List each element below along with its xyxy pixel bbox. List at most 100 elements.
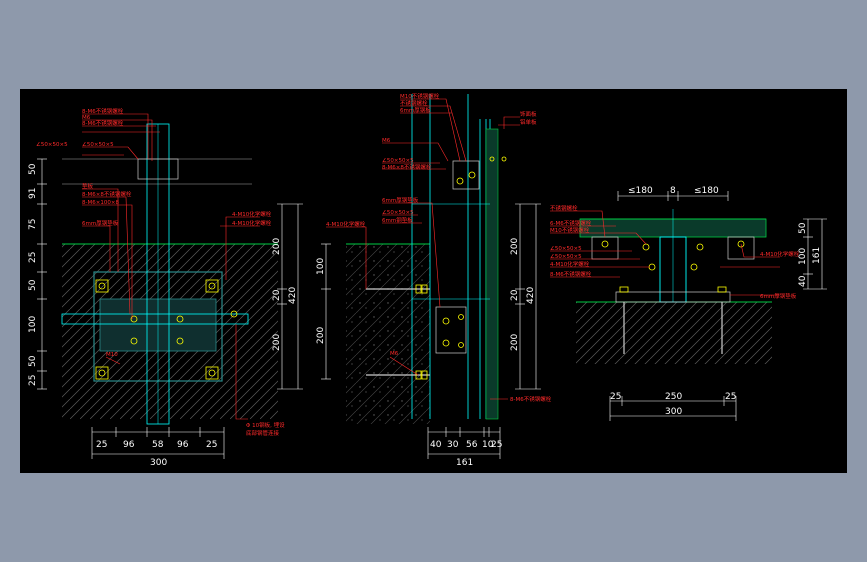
right-tdim-0: ≤180 (628, 186, 653, 196)
middle-hdim-1: 30 (447, 440, 459, 450)
middle-detail: M10不锈钢螺栓 不锈钢螺栓 6mm厚钢板 M6 ∠50×50×5 8-M6×8… (316, 92, 552, 468)
right-bracket-right (727, 236, 755, 260)
left-top-bracket (137, 158, 179, 180)
middle-wall-hatch (346, 244, 430, 424)
left-detail: 8-M6不锈钢螺栓 M6 8-M6不锈钢螺栓 ∠50×50×5 ∠50×50×5… (28, 107, 303, 468)
left-label-7: 8-M6×100×8 (82, 200, 119, 206)
middle-vdim-0: 100 (316, 258, 326, 275)
left-label-4: ∠50×50×5 (82, 141, 114, 148)
middle-label-5: 8-M6×8不锈钢螺栓 (382, 163, 432, 171)
left-vdim-7: 25 (28, 375, 38, 386)
right-label-6: 8-M6不锈钢螺栓 (550, 270, 592, 278)
left-hdim-2: 58 (152, 440, 164, 450)
middle-rdim-1: 20 (510, 289, 520, 301)
left-label-9: 4-M10化学螺栓 (232, 210, 272, 218)
right-label-1: 6-M6不锈钢螺栓 (550, 219, 592, 227)
left-label-13: 底部钢管连接 (246, 429, 280, 437)
middle-anchor-rods (366, 288, 430, 376)
middle-rdim-2: 420 (526, 287, 536, 304)
middle-label-11: 8-M6不锈钢螺栓 (510, 395, 552, 403)
right-hdim-1: 250 (665, 392, 682, 402)
left-hdim-total: 300 (150, 458, 167, 468)
right-hdim-2: 25 (725, 392, 736, 402)
middle-label-2: 6mm厚钢板 (400, 106, 431, 114)
middle-rod-nuts (415, 284, 428, 380)
left-label-8: 6mm厚钢垫板 (82, 219, 119, 227)
left-vdim-5: 100 (28, 316, 38, 333)
right-leaders (550, 210, 780, 296)
right-label-2: M10不锈钢螺栓 (550, 226, 590, 234)
middle-cladding-panel (485, 128, 499, 420)
middle-hdim-2: 56 (466, 440, 478, 450)
left-vdim-0: 50 (28, 163, 38, 175)
right-rdim-3: 40 (798, 275, 808, 287)
right-label-4: ∠50×50×5 (550, 253, 582, 260)
middle-label-10: M6 (390, 351, 399, 357)
middle-rdim-0: 200 (510, 238, 520, 255)
right-rdim-1: 161 (812, 247, 822, 264)
middle-label-9: 4-M10化学螺栓 (326, 220, 366, 228)
middle-label-7: ∠50×50×5 (382, 209, 414, 216)
right-hdim-0: 25 (610, 392, 621, 402)
left-label-2: 8-M6不锈钢螺栓 (82, 119, 124, 127)
middle-label-3: M6 (382, 138, 391, 144)
left-label-6: 8-M6×8不锈钢螺栓 (82, 190, 132, 198)
left-label-5: 垫板 (82, 182, 94, 190)
right-rdim-2: 100 (798, 248, 808, 265)
middle-label-12: 饰面板 (520, 110, 537, 118)
left-anchor-bolts (95, 279, 238, 380)
middle-label-1: 不锈钢螺栓 (400, 99, 428, 107)
right-detail: 不锈钢螺栓 6-M6不锈钢螺栓 M10不锈钢螺栓 ∠50×50×5 ∠50×50… (550, 186, 827, 421)
left-vdim-1: 91 (28, 188, 38, 199)
left-label-0: 8-M6不锈钢螺栓 (82, 107, 124, 115)
left-vdim-6: 50 (28, 355, 38, 367)
left-leaders (82, 113, 260, 420)
left-label-11: M10 (106, 352, 118, 358)
right-rdim-0: 50 (798, 222, 808, 234)
left-vdim-3: 25 (28, 252, 38, 263)
cad-drawing-canvas: 8-M6不锈钢螺栓 M6 8-M6不锈钢螺栓 ∠50×50×5 ∠50×50×5… (20, 89, 847, 473)
middle-label-0: M10不锈钢螺栓 (400, 92, 440, 100)
right-bracket-left (591, 236, 619, 260)
middle-hdim-total: 161 (456, 458, 473, 468)
middle-label-13: 铝单板 (520, 118, 537, 126)
left-hdim-3: 96 (177, 440, 189, 450)
middle-label-6: 6mm厚钢垫板 (382, 196, 419, 204)
middle-vdim-1: 200 (316, 327, 326, 344)
middle-hdim-0: 40 (430, 440, 442, 450)
right-hdim-total: 300 (665, 407, 682, 417)
right-label-5: 4-M10化学螺栓 (550, 260, 590, 268)
left-rdim-0: 200 (272, 238, 282, 255)
middle-hdim-3: 10 (482, 440, 494, 450)
left-rdim-3: 200 (272, 334, 282, 351)
right-label-8: 6mm厚钢垫板 (760, 292, 797, 300)
right-tdim-2: ≤180 (694, 186, 719, 196)
cad-drawing: 8-M6不锈钢螺栓 M6 8-M6不锈钢螺栓 ∠50×50×5 ∠50×50×5… (28, 92, 827, 468)
right-label-7: 4-M10化学螺栓 (760, 250, 800, 258)
right-tdim-1: 8 (670, 186, 676, 196)
middle-label-4: ∠50×50×5 (382, 157, 414, 164)
left-dim-lines (37, 158, 303, 459)
left-label-12: Φ 10钢板, 埋设 (246, 421, 285, 429)
left-rdim-2: 420 (288, 287, 298, 304)
left-hdim-4: 25 (206, 440, 217, 450)
middle-rdim-3: 200 (510, 334, 520, 351)
left-label-1: M6 (82, 115, 91, 121)
left-label-10: 4-M10化学螺栓 (232, 219, 272, 227)
middle-hdim-4: 25 (491, 440, 502, 450)
right-base-plate (615, 291, 731, 303)
middle-dim-lines (321, 203, 541, 459)
middle-bolts (442, 156, 507, 348)
left-vdim-4: 50 (28, 279, 38, 291)
right-label-3: ∠50×50×5 (550, 245, 582, 252)
right-dim-lines (609, 191, 827, 421)
left-hdim-0: 25 (96, 440, 107, 450)
right-label-0: 不锈钢螺栓 (550, 204, 578, 212)
left-vdim-2: 75 (28, 219, 38, 230)
middle-leaders (326, 98, 520, 400)
right-anchor-rods (623, 302, 723, 354)
left-hdim-1: 96 (123, 440, 135, 450)
right-ground-hatch (576, 302, 772, 364)
left-label-3: ∠50×50×5 (36, 141, 68, 148)
left-rdim-1: 20 (272, 289, 282, 301)
